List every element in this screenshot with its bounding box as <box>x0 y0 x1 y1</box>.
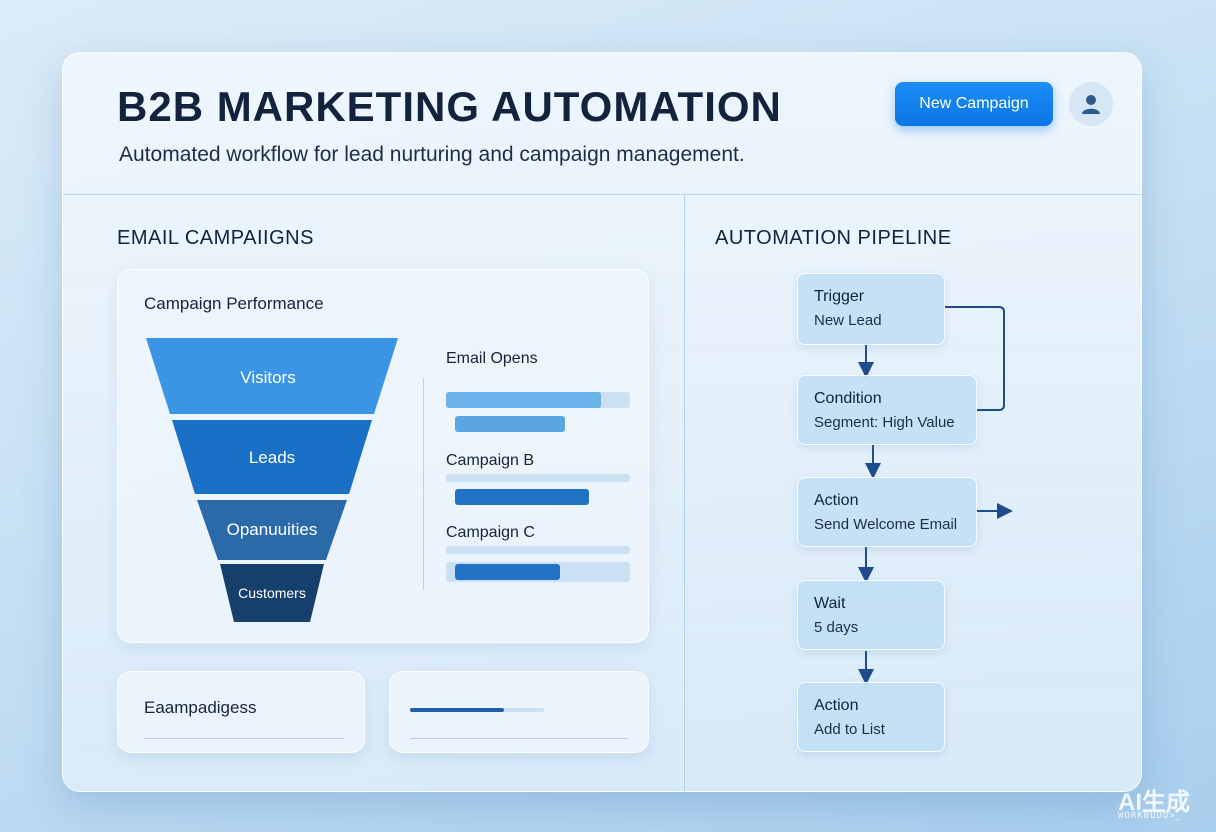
card-title: Campaign Performance <box>144 294 324 313</box>
node-title: Wait <box>814 595 846 612</box>
avatar[interactable] <box>1069 82 1113 126</box>
loop-connector <box>945 306 1005 411</box>
funnel-label: Leads <box>248 448 296 467</box>
pipeline-node-action-email[interactable]: Action Send Welcome Email <box>797 477 977 547</box>
campaign-b-label: Campaign B <box>446 452 535 469</box>
page-subtitle: Automated workflow for lead nurturing an… <box>119 143 745 166</box>
bottom-card-left[interactable]: Eaampadigess <box>117 671 365 753</box>
funnel-svg <box>146 338 398 622</box>
header: B2B MARKETING AUTOMATION Automated workf… <box>63 53 1143 195</box>
card-divider <box>410 738 628 739</box>
node-subtitle: Add to List <box>814 721 885 738</box>
bar-track <box>446 474 630 482</box>
card-divider <box>144 738 344 739</box>
node-title: Trigger <box>814 288 865 305</box>
funnel-chart: Visitors Leads Opanuuities Customers <box>144 336 404 633</box>
funnel-stage-customers <box>220 564 324 622</box>
bar-fill <box>455 564 560 580</box>
progress-track <box>410 708 544 712</box>
bottom-card-right[interactable] <box>389 671 649 753</box>
pipeline-node-wait[interactable]: Wait 5 days <box>797 580 945 650</box>
automation-pipeline-title: AUTOMATION PIPELINE <box>715 227 952 249</box>
new-campaign-button[interactable]: New Campaign <box>895 82 1053 126</box>
node-subtitle: 5 days <box>814 619 859 636</box>
node-title: Condition <box>814 390 882 407</box>
progress-fill <box>410 708 504 712</box>
app-window: B2B MARKETING AUTOMATION Automated workf… <box>62 52 1143 793</box>
pipeline-node-action-list[interactable]: Action Add to List <box>797 682 945 752</box>
pipeline-node-trigger[interactable]: Trigger New Lead <box>797 273 945 345</box>
email-campaigns-title: EMAIL CAMPAIIGNS <box>117 227 314 249</box>
pipeline-connectors <box>858 306 1013 685</box>
funnel-label: Opanuuities <box>226 520 318 539</box>
node-subtitle: New Lead <box>814 312 882 329</box>
watermark-logo: AI生成 <box>1118 789 1190 816</box>
bar-track <box>446 392 630 408</box>
perf-separator <box>423 378 424 590</box>
bottom-card-label: Eaampadigess <box>144 698 257 717</box>
pipeline-node-condition[interactable]: Condition Segment: High Value <box>797 375 977 445</box>
bar-track <box>446 546 630 554</box>
node-title: Action <box>814 697 859 714</box>
user-icon <box>1082 95 1100 114</box>
bar-track <box>446 562 630 582</box>
node-subtitle: Segment: High Value <box>814 414 955 431</box>
funnel-label: Customers <box>238 585 306 601</box>
funnel-stage-opportunities <box>197 500 347 560</box>
node-title: Action <box>814 492 859 509</box>
bar-fill <box>455 489 589 505</box>
bar-fill <box>455 416 565 432</box>
watermark-sub: WORKBUDD>_ <box>1118 811 1183 821</box>
column-divider <box>684 195 685 793</box>
funnel-label: Visitors <box>240 368 296 387</box>
funnel-stage-visitors <box>146 338 398 414</box>
campaign-performance-card: Campaign Performance Visitors Leads Opan… <box>117 269 649 643</box>
campaign-c-label: Campaign C <box>446 524 535 541</box>
node-subtitle: Send Welcome Email <box>814 516 958 533</box>
email-opens-label: Email Opens <box>446 350 538 367</box>
funnel-stage-leads <box>172 420 372 494</box>
page-title: B2B MARKETING AUTOMATION <box>117 83 782 130</box>
bar-fill <box>446 392 601 408</box>
